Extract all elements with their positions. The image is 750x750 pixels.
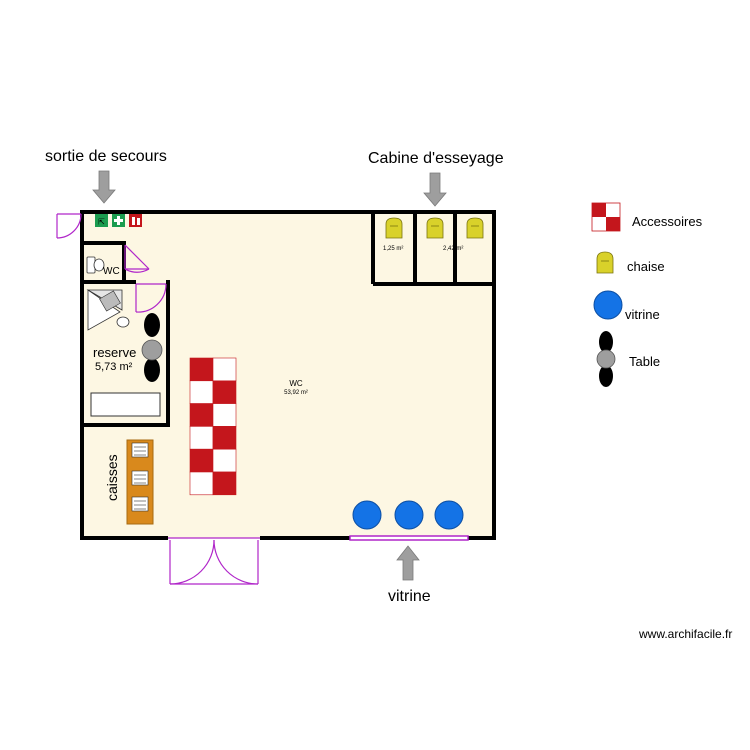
fitting-chairs [385,217,484,239]
checker-tile [212,471,237,496]
toilet-icon [86,256,105,274]
inner-walls [82,212,496,427]
exit-sign-icon [95,214,108,227]
cabin2-area: 2,42 m² [443,246,463,252]
vitrine-arrow-icon [396,545,420,581]
exit-arrow-icon [92,170,116,204]
legend-label: chaise [627,259,665,274]
vitrine-icon [352,500,382,530]
checker-tile [189,380,214,404]
cabin1-area: 1,25 m² [383,246,403,252]
main-entrance-door[interactable] [168,537,260,585]
legend-label: Table [629,354,660,369]
legend-table: Table [596,331,660,387]
storefront-label: vitrine [388,588,431,605]
vitrine-displays [352,500,464,530]
emergency-exit-door[interactable] [56,213,82,239]
reserve-label: reserve [93,345,136,360]
checker-tile [189,448,214,473]
chair-icon [596,251,614,274]
svg-text:⇱: ⇱ [98,218,105,227]
legend-accessories: Accessoires [591,202,703,232]
checker-tile [212,380,237,404]
checker-tile [189,357,214,382]
fire-extinguisher-icon [129,214,142,227]
wc-small-label: WC [103,266,120,277]
reserve-table-icon [141,313,163,382]
cash-counter [126,439,154,525]
checker-tile [212,357,237,382]
checker-icon [591,202,621,232]
cashiers-label: caisses [104,454,120,501]
table-icon [596,331,616,387]
main-room-label: WC [289,379,303,388]
legend-label: Accessoires [632,214,703,229]
vitrine-icon [394,500,424,530]
outer-walls [80,210,496,540]
doors [56,213,260,585]
watermark: www.archifacile.fr [638,627,732,641]
exit-label: sortie de secours [45,148,167,165]
arrows [92,170,447,581]
reserve-door[interactable] [135,283,167,313]
legend-label: vitrine [625,307,660,322]
reserve-desk-icon [86,289,130,331]
checker-tile [212,448,237,473]
checker-tile [189,471,214,496]
legend: Accessoires chaise vitrine Table [591,202,703,387]
chair-icon [385,217,403,239]
blue-circle-icon [593,290,623,320]
checker-tile [189,426,214,450]
checker-tile [189,403,214,427]
checker-tile [212,426,237,450]
storefront-window [349,535,469,541]
legend-chair: chaise [596,251,665,274]
safety-signs: ⇱ [95,214,142,227]
chair-icon [466,217,484,239]
wc-door[interactable] [124,244,150,273]
main-room-area: 53,92 m² [284,390,308,396]
checker-tile [212,403,237,427]
accessories-display [189,357,237,496]
chair-icon [426,217,444,239]
fitting-arrow-icon [423,172,447,207]
legend-vitrine: vitrine [593,290,660,322]
reserve-area: 5,73 m² [95,361,133,373]
reserve-shelf [90,392,161,417]
vitrine-icon [434,500,464,530]
fitting-label: Cabine d'esseyage [368,150,504,167]
